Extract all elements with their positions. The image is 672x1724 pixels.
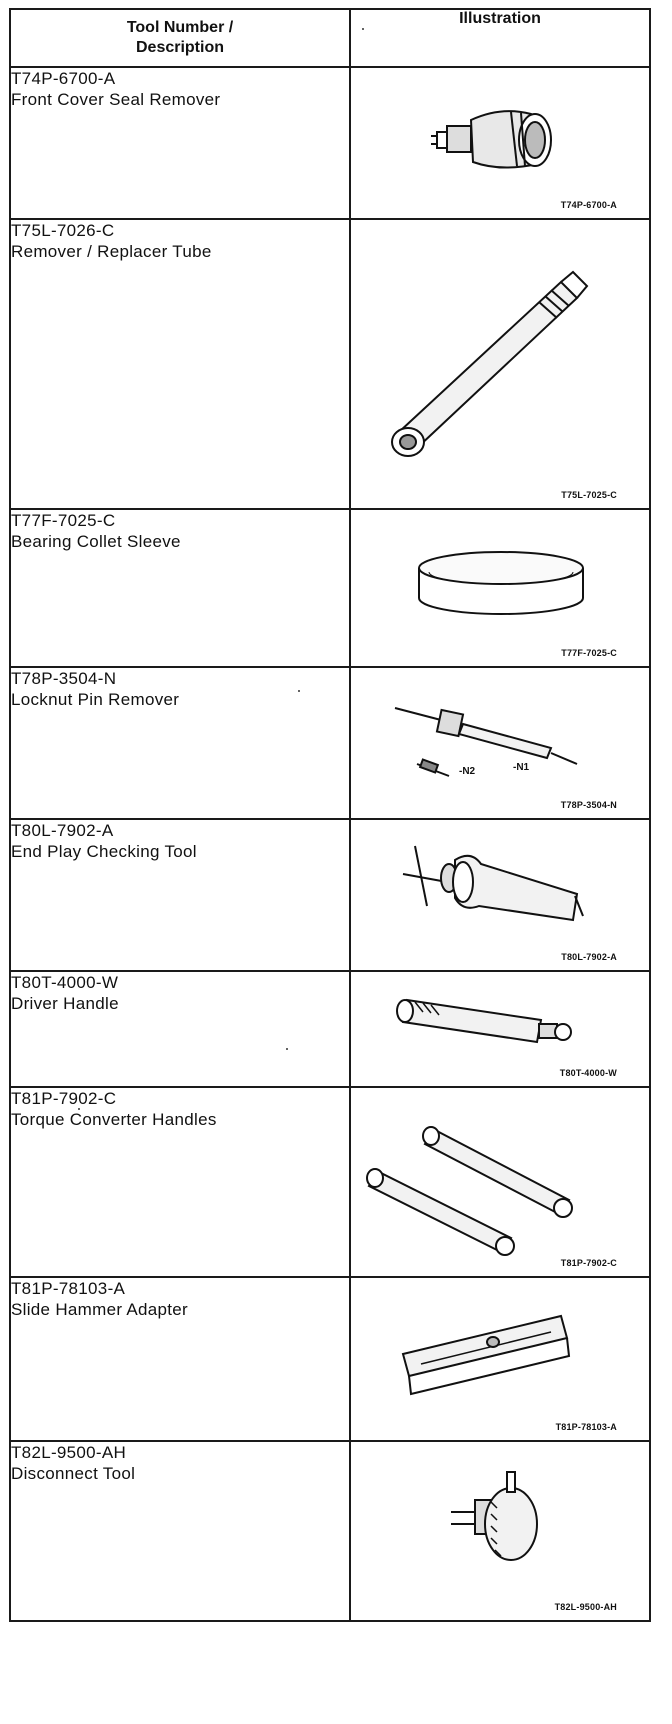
seal-remover-icon — [431, 110, 552, 169]
illustration-cell: T77F-7025-C — [349, 508, 651, 668]
illustration-caption: T78P-3504-N — [560, 800, 617, 810]
illustration-caption: T81P-7902-C — [560, 1258, 617, 1268]
driver-handle-icon — [396, 998, 572, 1044]
tool-description-cell: T78P-3504-N Locknut Pin Remover — [9, 666, 351, 820]
tool-description: Torque Converter Handles — [11, 1110, 217, 1129]
illustration-cell: T81P-7902-C — [349, 1086, 651, 1278]
tool-description-cell: T75L-7026-C Remover / Replacer Tube — [9, 218, 351, 510]
table-row: T81P-78103-A Slide Hammer Adapter T81P-7… — [9, 1276, 651, 1442]
tool-description-cell: T74P-6700-A Front Cover Seal Remover — [9, 66, 351, 220]
table-row: T78P-3504-N Locknut Pin Remover -N2 -N1 — [9, 666, 651, 820]
scan-speck — [286, 1048, 288, 1050]
illustration-cell: T74P-6700-A — [349, 66, 651, 220]
tool-description-cell: T82L-9500-AH Disconnect Tool — [9, 1440, 351, 1622]
tool-number: T74P-6700-A — [11, 69, 116, 88]
tool-number: T81P-7902-C — [11, 1089, 117, 1108]
tool-description: Driver Handle — [11, 994, 119, 1013]
header-illustration: Illustration — [349, 8, 651, 68]
scan-speck — [362, 28, 364, 30]
hammer-adapter-icon — [401, 1314, 571, 1396]
tool-description: Bearing Collet Sleeve — [11, 532, 181, 551]
illustration-caption: T80L-7902-A — [561, 952, 617, 962]
table-row: T80T-4000-W Driver Handle T80T-4000-W — [9, 970, 651, 1088]
tool-description: Locknut Pin Remover — [11, 690, 180, 709]
header-line-1: Tool Number / — [126, 19, 234, 36]
illustration-cell: T80T-4000-W — [349, 970, 651, 1088]
illustration-cell: T81P-78103-A — [349, 1276, 651, 1442]
collet-sleeve-icon — [418, 551, 584, 615]
tool-number: T81P-78103-A — [11, 1279, 126, 1298]
header-tool-number: Tool Number / Description — [9, 8, 351, 68]
tool-description-cell: T80L-7902-A End Play Checking Tool — [9, 818, 351, 972]
header-row: Tool Number / Description Illustration — [9, 8, 651, 68]
part-label-n1: -N1 — [513, 762, 530, 773]
table-row: T75L-7026-C Remover / Replacer Tube T75L… — [9, 218, 651, 510]
tool-number: T80L-7902-A — [11, 821, 114, 840]
illustration-caption: T80T-4000-W — [559, 1068, 617, 1078]
illustration-caption: T74P-6700-A — [560, 200, 617, 210]
tool-number: T78P-3504-N — [11, 669, 117, 688]
scan-speck — [298, 690, 300, 692]
table-row: T80L-7902-A End Play Checking Tool T80L-… — [9, 818, 651, 972]
disconnect-tool-icon — [451, 1471, 538, 1561]
tool-number: T75L-7026-C — [11, 221, 115, 240]
tool-number: T80T-4000-W — [11, 973, 119, 992]
replacer-tube-icon — [391, 270, 589, 457]
table-row: T82L-9500-AH Disconnect Tool T82L-9500-A… — [9, 1440, 651, 1622]
tool-description-cell: T77F-7025-C Bearing Collet Sleeve — [9, 508, 351, 668]
table-row: T74P-6700-A Front Cover Seal Remover T7 — [9, 66, 651, 220]
tool-description-cell: T80T-4000-W Driver Handle — [9, 970, 351, 1088]
table-row: T81P-7902-C Torque Converter Handles T81… — [9, 1086, 651, 1278]
converter-handles-icon — [366, 1126, 573, 1256]
header-line-2: Description — [135, 39, 224, 56]
pin-remover-icon — [394, 707, 578, 777]
tool-description: Front Cover Seal Remover — [11, 90, 221, 109]
illustration-cell: T75L-7025-C — [349, 218, 651, 510]
end-play-tool-icon — [402, 845, 584, 922]
illustration-caption: T77F-7025-C — [561, 648, 617, 658]
special-tools-table: Tool Number / Description Illustration T… — [9, 8, 651, 1622]
illustration-cell: T82L-9500-AH — [349, 1440, 651, 1622]
tool-description-cell: T81P-78103-A Slide Hammer Adapter — [9, 1276, 351, 1442]
illustration-caption: T82L-9500-AH — [554, 1602, 617, 1612]
tool-description-cell: T81P-7902-C Torque Converter Handles — [9, 1086, 351, 1278]
illustration-cell: -N2 -N1 T78P-3504-N — [349, 666, 651, 820]
illustration-cell: T80L-7902-A — [349, 818, 651, 972]
illustration-caption: T81P-78103-A — [555, 1422, 617, 1432]
tool-description: End Play Checking Tool — [11, 842, 197, 861]
tool-description: Disconnect Tool — [11, 1464, 136, 1483]
scan-speck — [78, 1108, 80, 1110]
tool-number: T77F-7025-C — [11, 511, 116, 530]
tool-description: Slide Hammer Adapter — [11, 1300, 189, 1319]
tool-number: T82L-9500-AH — [11, 1443, 127, 1462]
illustration-caption: T75L-7025-C — [561, 490, 617, 500]
tool-description: Remover / Replacer Tube — [11, 242, 212, 261]
part-label-n2: -N2 — [459, 766, 476, 777]
table-row: T77F-7025-C Bearing Collet Sleeve T77F-7… — [9, 508, 651, 668]
